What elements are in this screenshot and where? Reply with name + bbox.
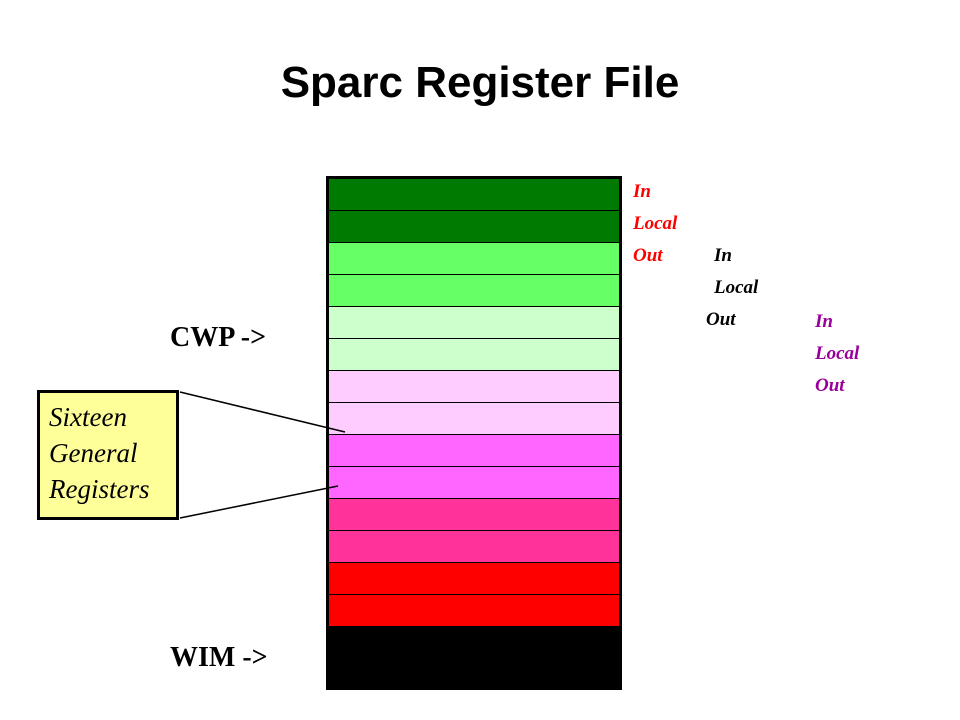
window-2-labels: In Local Out [815,306,859,402]
wim-label: WIM -> [170,642,268,673]
register-row [329,338,619,370]
register-row [329,176,619,210]
register-row [329,562,619,594]
register-file [326,176,622,690]
slide-title: Sparc Register File [280,58,680,107]
window-1-in: In [714,245,732,266]
cwp-label: CWP -> [170,322,267,353]
window-0-out: Out [633,245,663,266]
register-row [329,242,619,274]
register-row [329,498,619,530]
window-0-local: Local [633,213,678,234]
register-row [329,370,619,402]
callout-line-top [179,391,346,433]
register-row [329,530,619,562]
register-row [329,594,619,626]
register-row [329,402,619,434]
window-1-local: Local [714,277,759,298]
window-1-labels: In Local Out [706,240,759,336]
callout-line-bottom [179,485,339,519]
register-row [329,306,619,338]
register-row [329,274,619,306]
window-1-out: Out [706,309,736,330]
callout-line-1: Sixteen [49,402,127,432]
window-0-labels: In Local Out [633,176,677,272]
register-row [329,626,619,658]
window-0-in: In [633,181,651,202]
callout-line-2: General [49,438,138,468]
register-row [329,434,619,466]
window-2-local: Local [815,343,860,364]
register-row [329,210,619,242]
register-row [329,466,619,498]
window-2-out: Out [815,375,845,396]
window-2-in: In [815,311,833,332]
callout-box: Sixteen General Registers [37,390,179,520]
register-row [329,658,619,690]
callout-line-3: Registers [49,474,150,504]
